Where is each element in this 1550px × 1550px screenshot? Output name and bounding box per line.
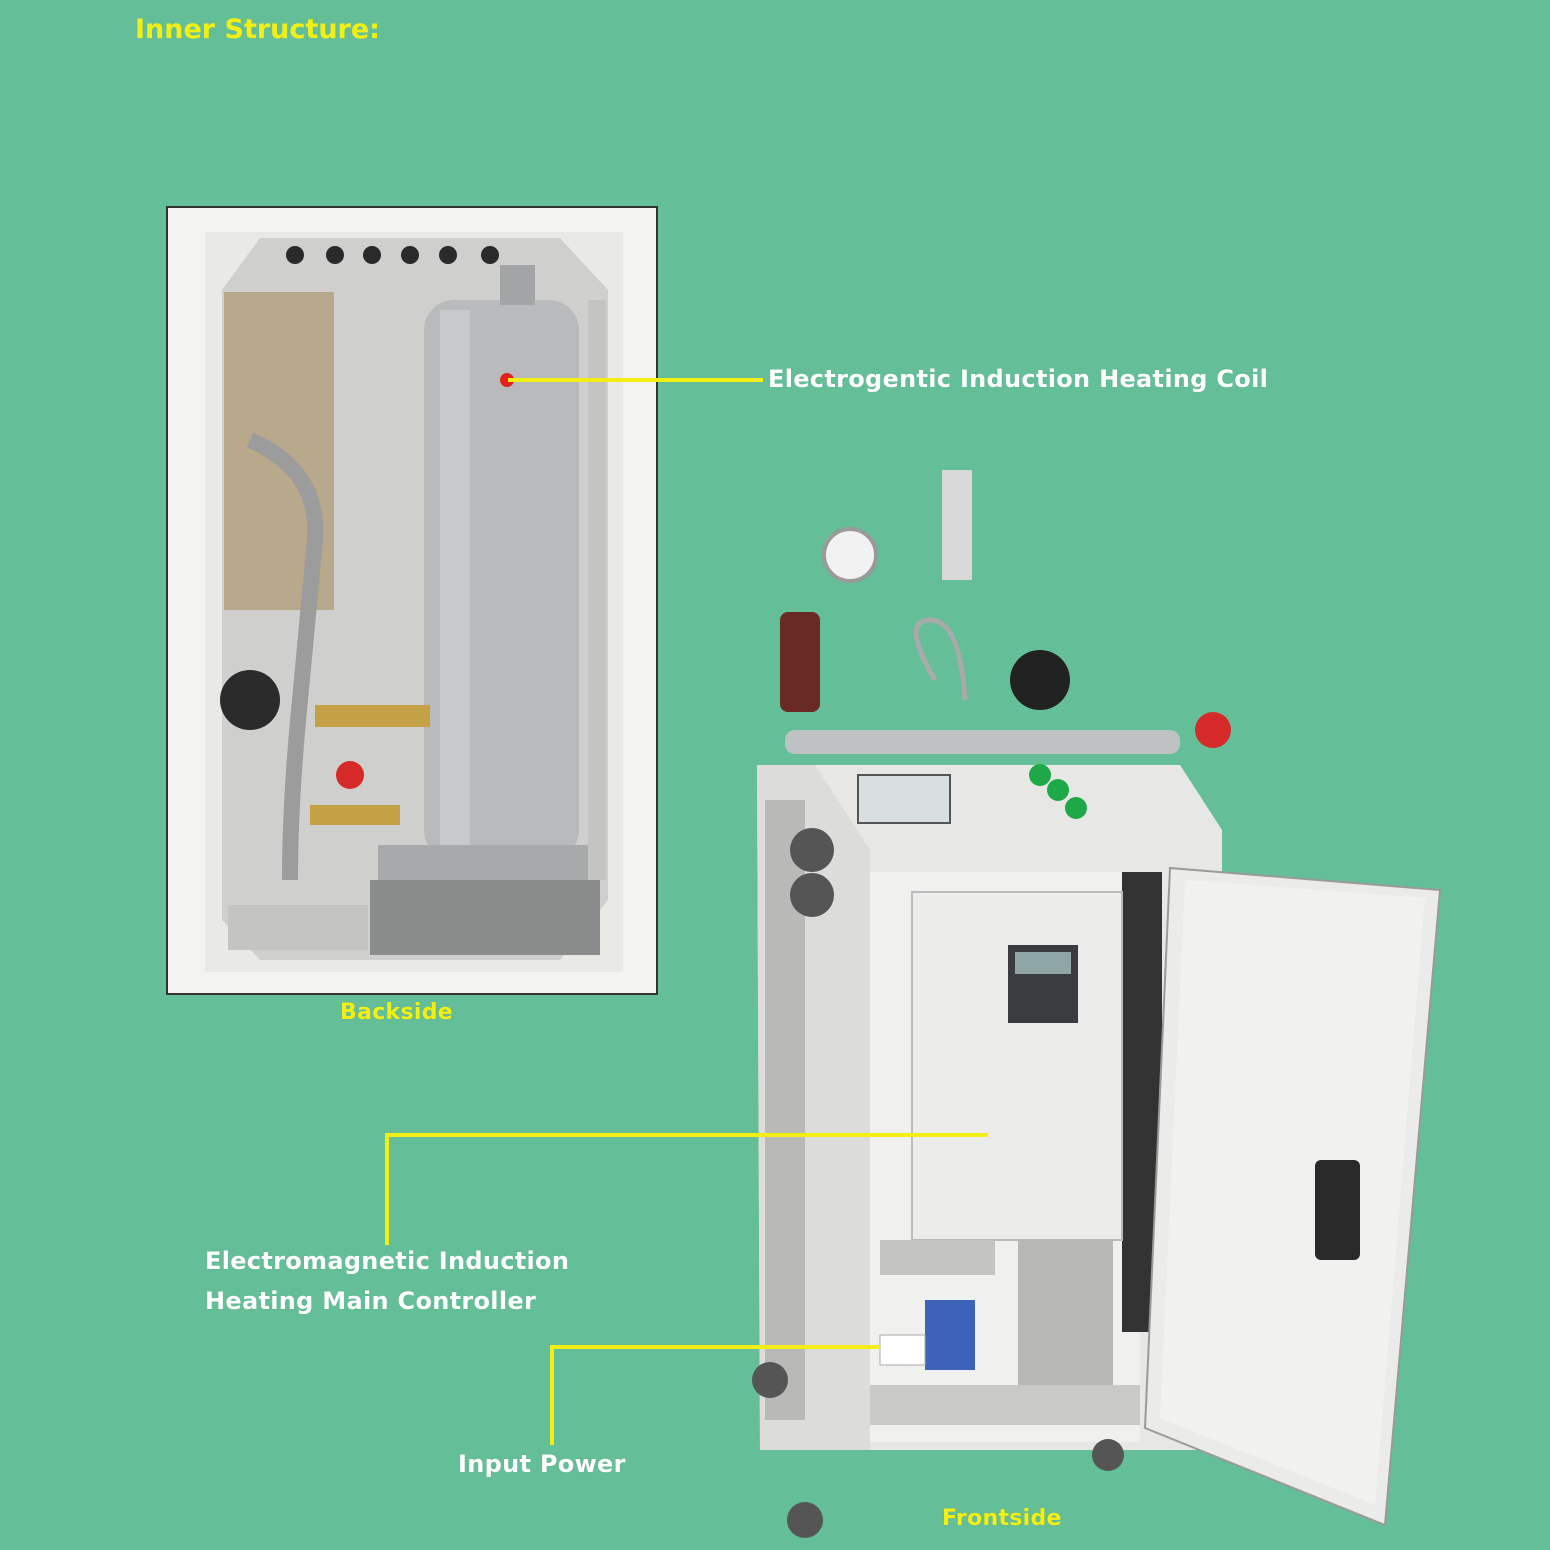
backside-photo xyxy=(166,206,658,995)
coil-label: Electrogentic Induction Heating Coil xyxy=(768,365,1269,393)
controller-leader-vertical xyxy=(385,1133,389,1245)
coil-marker xyxy=(500,373,514,387)
controller-leader-horizontal xyxy=(385,1133,988,1137)
controller-label-line1: Electromagnetic Induction xyxy=(205,1247,570,1275)
power-leader-horizontal xyxy=(550,1345,880,1349)
coil-leader-line xyxy=(508,378,763,382)
backside-caption: Backside xyxy=(340,1000,453,1025)
page-title: Inner Structure: xyxy=(135,14,380,45)
power-label: Input Power xyxy=(458,1450,626,1478)
frontside-photo xyxy=(752,470,1442,1538)
power-leader-vertical xyxy=(550,1345,554,1445)
frontside-caption: Frontside xyxy=(942,1506,1062,1531)
controller-label-line2: Heating Main Controller xyxy=(205,1287,537,1315)
